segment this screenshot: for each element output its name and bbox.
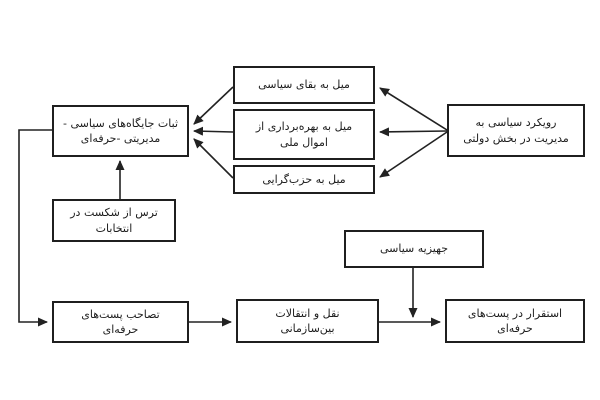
arrow-party-to-stability — [193, 138, 234, 179]
arrow-approach-to-survival — [379, 87, 448, 131]
box-inter-organizational-transfers: نقل و انتقالات بین‌سازمانی — [236, 299, 379, 343]
arrow-exploit-to-stability — [193, 126, 234, 136]
box-settling-in-professional-posts: استقرار در پست‌های حرفه‌ای — [445, 299, 585, 343]
box-desire-political-survival: میل به بقای سیاسی — [233, 66, 375, 104]
arrow-approach-to-party — [379, 131, 448, 178]
arrow-approach-to-exploit — [379, 127, 448, 137]
arrow-survival-to-stability — [193, 86, 234, 125]
box-stability-of-positions: ثبات جایگاه‌های سیاسی - مدیریتی -حرفه‌ای — [52, 105, 189, 157]
box-political-approach-public-management: رویکرد سیاسی به مدیریت در بخش دولتی — [447, 104, 585, 157]
box-seizing-professional-posts: تصاحب پست‌های حرفه‌ای — [52, 301, 189, 343]
arrow-stability-to-seize — [18, 129, 52, 327]
box-desire-partisanship: میل به حزب‌گرایی — [233, 165, 375, 194]
box-desire-exploit-national-assets: میل به بهره‌برداری از اموال ملی — [233, 109, 375, 160]
box-political-dowry: جهیزیه سیاسی — [344, 230, 484, 268]
box-fear-of-election-defeat: ترس از شکست در انتخابات — [52, 199, 176, 242]
